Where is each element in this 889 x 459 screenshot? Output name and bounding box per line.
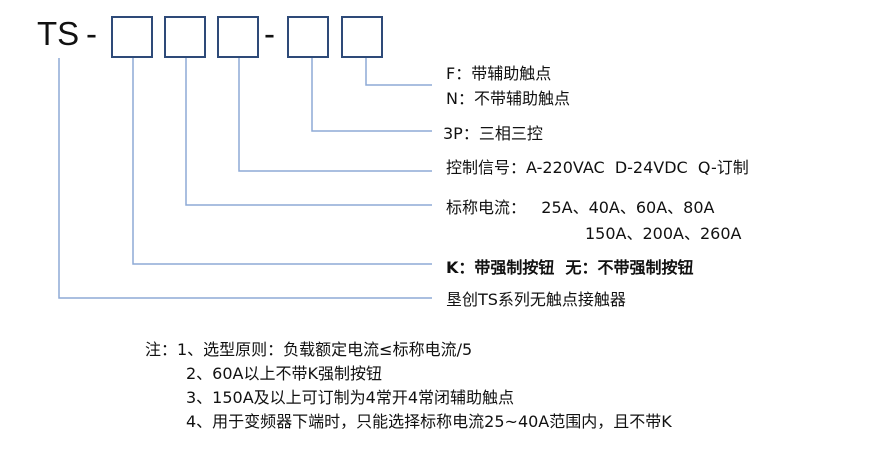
- leader-button: [132, 58, 432, 265]
- leader-aux: [365, 58, 432, 86]
- legend-aux-f: F：带辅助触点: [446, 64, 552, 83]
- dash-1: -: [86, 15, 97, 52]
- leader-control: [238, 58, 432, 172]
- note-3: 3、150A及以上可订制为4常开4常闭辅助触点: [186, 388, 515, 407]
- code-box-4: [287, 16, 329, 58]
- legend-button: K：带强制按钮 无：不带强制按钮: [446, 258, 694, 277]
- legend-current-2: 150A、200A、260A: [585, 224, 742, 243]
- leader-phase: [311, 58, 432, 132]
- model-prefix: TS: [37, 15, 80, 52]
- note-1: 注：1、选型原则：负载额定电流≤标称电流/5: [145, 340, 473, 359]
- code-box-1: [111, 16, 153, 58]
- code-box-5: [341, 16, 383, 58]
- note-2: 2、60A以上不带K强制按钮: [186, 364, 382, 383]
- legend-series: 垦创TS系列无触点接触器: [446, 290, 626, 309]
- code-box-3: [217, 16, 259, 58]
- leader-series: [58, 58, 432, 299]
- legend-current-1: 标称电流： 25A、40A、60A、80A: [446, 198, 715, 217]
- dash-2: -: [264, 15, 275, 52]
- legend-phase: 3P：三相三控: [443, 124, 543, 143]
- legend-control: 控制信号：A-220VAC D-24VDC Q-订制: [446, 158, 749, 177]
- code-box-2: [164, 16, 206, 58]
- legend-aux-n: N：不带辅助触点: [446, 89, 570, 108]
- leader-current: [185, 58, 432, 206]
- note-4: 4、用于变频器下端时，只能选择标称电流25~40A范围内，且不带K: [186, 412, 672, 431]
